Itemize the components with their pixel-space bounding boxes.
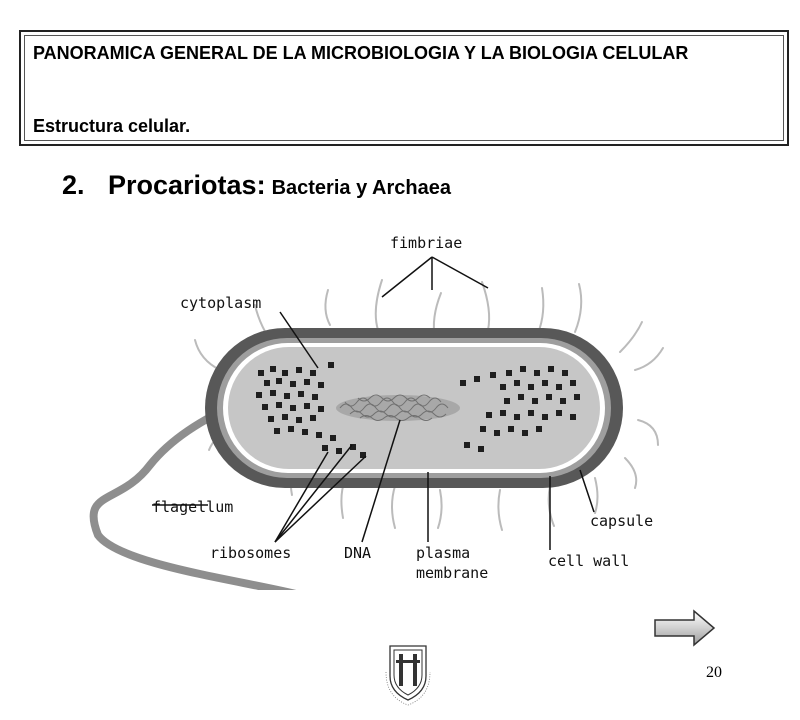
ribosomes-label: ribosomes: [210, 544, 291, 562]
page-number: 20: [706, 664, 722, 681]
dna-label: DNA: [344, 544, 371, 562]
fimbriae-label: fimbriae: [390, 234, 462, 252]
section-separator: :: [256, 170, 266, 200]
header-box: PANORAMICA GENERAL DE LA MICROBIOLOGIA Y…: [19, 30, 789, 146]
flagellum: [89, 396, 297, 590]
slide-title: PANORAMICA GENERAL DE LA MICROBIOLOGIA Y…: [33, 43, 689, 63]
ribosome-cluster-left: [256, 362, 366, 458]
section-number: 2.: [62, 170, 85, 200]
membrane-label: membrane: [416, 564, 488, 582]
cell-wall-label: cell wall: [548, 552, 629, 570]
prokaryote-cell-diagram: fimbriae cytoplasm flagellum capsule rib…: [89, 234, 664, 590]
capsule-label: capsule: [590, 512, 653, 530]
right-arrow-icon[interactable]: [652, 608, 718, 648]
flagellum-label: flagellum: [152, 498, 233, 516]
ribosome-cluster-right: [460, 366, 580, 452]
section-subtitle: Bacteria y Archaea: [271, 177, 451, 199]
slide-subtitle: Estructura celular.: [33, 116, 191, 136]
section-title: Procariotas: [108, 170, 257, 200]
leader-lines: [152, 256, 595, 550]
cytoplasm-label: cytoplasm: [180, 294, 261, 312]
university-crest-icon: [385, 645, 431, 706]
section-heading: 2. Procariotas:Bacteria y Archaea: [62, 170, 451, 201]
plasma-label: plasma: [416, 544, 470, 562]
dna-nucleoid: [336, 394, 460, 421]
